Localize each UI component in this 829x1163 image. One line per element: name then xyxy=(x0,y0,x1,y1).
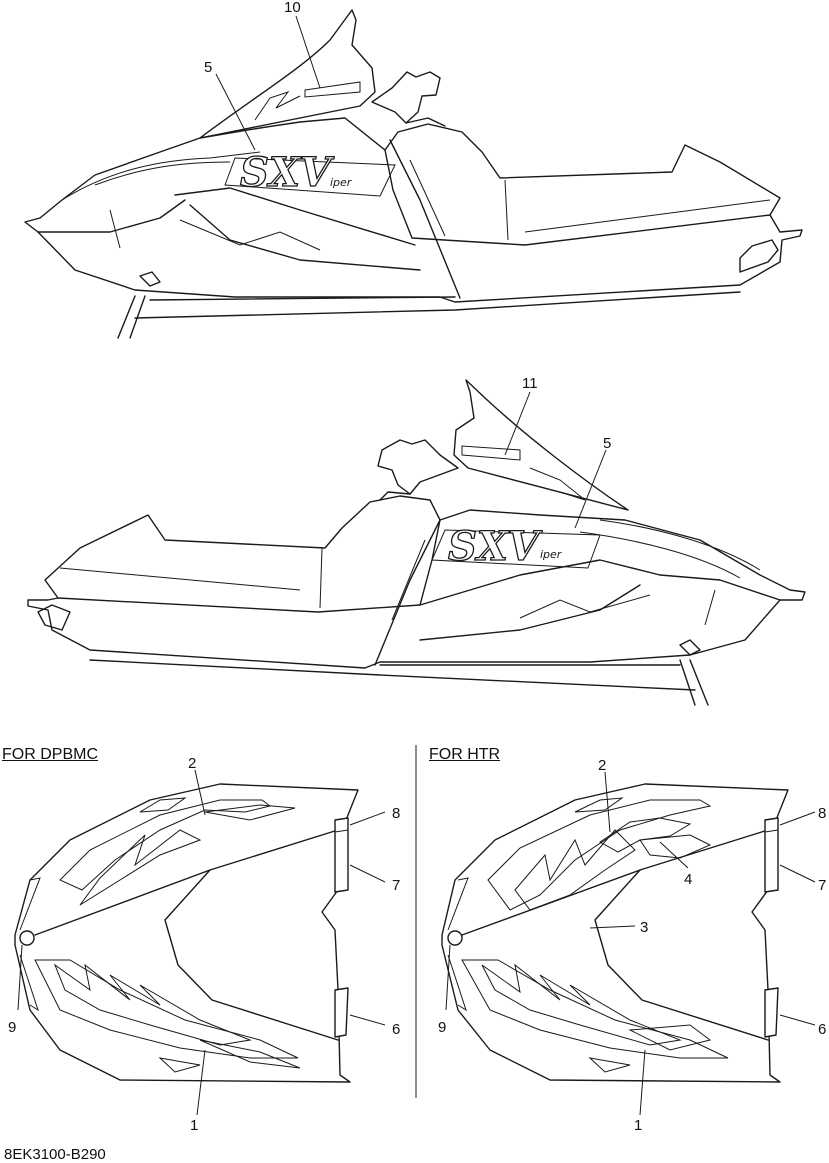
logo-small-text-top: iper xyxy=(330,176,353,189)
callout-2-left: 2 xyxy=(188,755,196,772)
callout-7-right: 7 xyxy=(818,877,826,894)
sxviper-logo-middle: SXV iper xyxy=(431,522,601,571)
snowmobile-middle-view: SXV iper 11 5 xyxy=(27,375,806,706)
logo-main-text-middle: SXV xyxy=(448,523,543,570)
callout-2-right: 2 xyxy=(598,757,606,774)
part-number: 8EK3100-B290 xyxy=(4,1146,106,1163)
callout-5-top: 5 xyxy=(204,59,212,76)
caption-for-dpbmc: FOR DPBMC xyxy=(2,746,98,763)
sxviper-logo-top: SXV iper xyxy=(224,148,396,197)
logo-small-text-middle: iper xyxy=(540,548,563,561)
callout-10: 10 xyxy=(284,0,301,16)
logo-main-text-top: SXV xyxy=(240,149,335,196)
callout-8-right: 8 xyxy=(818,805,826,822)
callout-6-left: 6 xyxy=(392,1021,400,1038)
callout-5-middle: 5 xyxy=(603,435,611,452)
callout-8-left: 8 xyxy=(392,805,400,822)
callout-7-left: 7 xyxy=(392,877,400,894)
callout-9-right: 9 xyxy=(438,1019,446,1036)
callout-9-left: 9 xyxy=(8,1019,16,1036)
hood-dpbmc: 2 8 7 9 6 1 xyxy=(8,755,400,1134)
callout-1-left: 1 xyxy=(190,1117,198,1134)
callout-3-right: 3 xyxy=(640,919,648,936)
callout-6-right: 6 xyxy=(818,1021,826,1038)
callout-4-right: 4 xyxy=(684,871,692,888)
callout-11: 11 xyxy=(522,375,538,392)
caption-for-htr: FOR HTR xyxy=(429,746,501,763)
callout-1-right: 1 xyxy=(634,1117,642,1134)
snowmobile-top-view: SXV iper 10 5 xyxy=(24,0,803,339)
hood-htr: 2 8 7 4 3 9 6 1 xyxy=(438,757,826,1134)
